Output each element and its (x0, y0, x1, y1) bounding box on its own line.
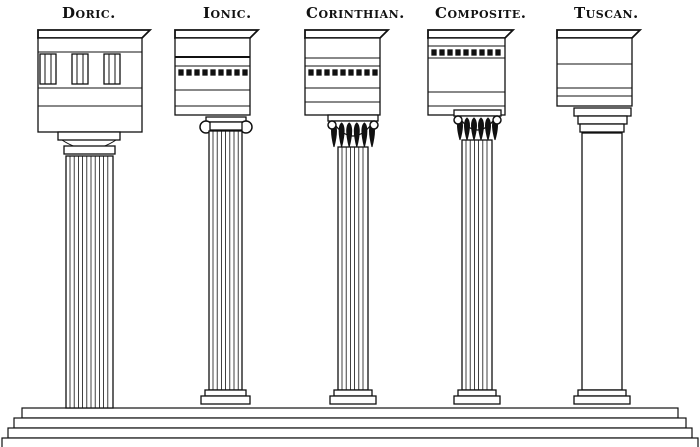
acanthus-leaf (346, 122, 353, 148)
dentil (487, 49, 493, 56)
dentil (218, 69, 224, 76)
torus (577, 389, 627, 397)
dentil (455, 49, 461, 56)
column-composite (427, 29, 516, 405)
necking (63, 145, 116, 155)
cornice (556, 29, 643, 39)
dentil (324, 69, 330, 76)
volute-right (369, 120, 379, 130)
acanthus-leaf (361, 122, 368, 148)
dentil (447, 49, 453, 56)
dentil (364, 69, 370, 76)
abacus (57, 131, 121, 141)
label-composite: Composite. (435, 4, 527, 22)
dentil (234, 69, 240, 76)
dentil (226, 69, 232, 76)
dentil (340, 69, 346, 76)
cornice (37, 29, 153, 39)
cornice (427, 29, 516, 39)
plinth (200, 395, 251, 405)
acanthus-leaf (471, 117, 477, 141)
dentil (210, 69, 216, 76)
step (13, 417, 687, 429)
acanthus-leaf (478, 117, 484, 141)
plinth (329, 395, 377, 405)
cornice (174, 29, 261, 39)
shaft (461, 139, 493, 391)
acanthus-leaf (485, 117, 491, 141)
dentil (479, 49, 485, 56)
shaft (65, 155, 114, 409)
bell (456, 115, 499, 131)
triglyph (39, 53, 57, 85)
entablature (304, 37, 381, 116)
shaft (581, 132, 623, 391)
bell (330, 120, 376, 137)
dentil (431, 49, 437, 56)
step (21, 407, 679, 419)
dentil (308, 69, 314, 76)
torus (333, 389, 373, 397)
steps (1, 407, 699, 447)
entablature (174, 37, 251, 116)
triglyph (71, 53, 89, 85)
dentil (348, 69, 354, 76)
torus (457, 389, 497, 397)
dentil (495, 49, 501, 56)
column-tuscan (556, 29, 643, 405)
dentil (178, 69, 184, 76)
volute-left (327, 120, 337, 130)
dentil (186, 69, 192, 76)
dentil (202, 69, 208, 76)
dentil (332, 69, 338, 76)
torus (204, 389, 247, 397)
dentil (471, 49, 477, 56)
abacus (205, 116, 247, 123)
acanthus-leaf (338, 122, 345, 148)
plinth (453, 395, 501, 405)
echinus (577, 115, 628, 125)
dentil (439, 49, 445, 56)
shaft (337, 146, 369, 391)
plinth (573, 395, 631, 405)
entablature (556, 37, 633, 107)
abacus (327, 114, 379, 122)
volute-right (492, 115, 502, 125)
step (7, 427, 693, 439)
step (1, 437, 699, 447)
acanthus-leaf (353, 122, 360, 148)
column-doric (37, 29, 153, 409)
dentil (194, 69, 200, 76)
dentil (463, 49, 469, 56)
dentil (356, 69, 362, 76)
label-corinthian: Corinthian. (306, 4, 405, 22)
column-ionic (174, 29, 261, 405)
column-corinthian (304, 29, 391, 405)
label-doric: Doric. (62, 4, 116, 22)
acanthus-leaf (464, 117, 470, 141)
label-ionic: Ionic. (203, 4, 252, 22)
dentil (242, 69, 248, 76)
dentil (316, 69, 322, 76)
abacus (573, 107, 632, 117)
cornice (304, 29, 391, 39)
dentil (372, 69, 378, 76)
necking (579, 123, 625, 133)
abacus (453, 109, 502, 117)
volute-left (453, 115, 463, 125)
label-tuscan: Tuscan. (574, 4, 639, 22)
triglyph (103, 53, 121, 85)
echinus (209, 121, 243, 131)
